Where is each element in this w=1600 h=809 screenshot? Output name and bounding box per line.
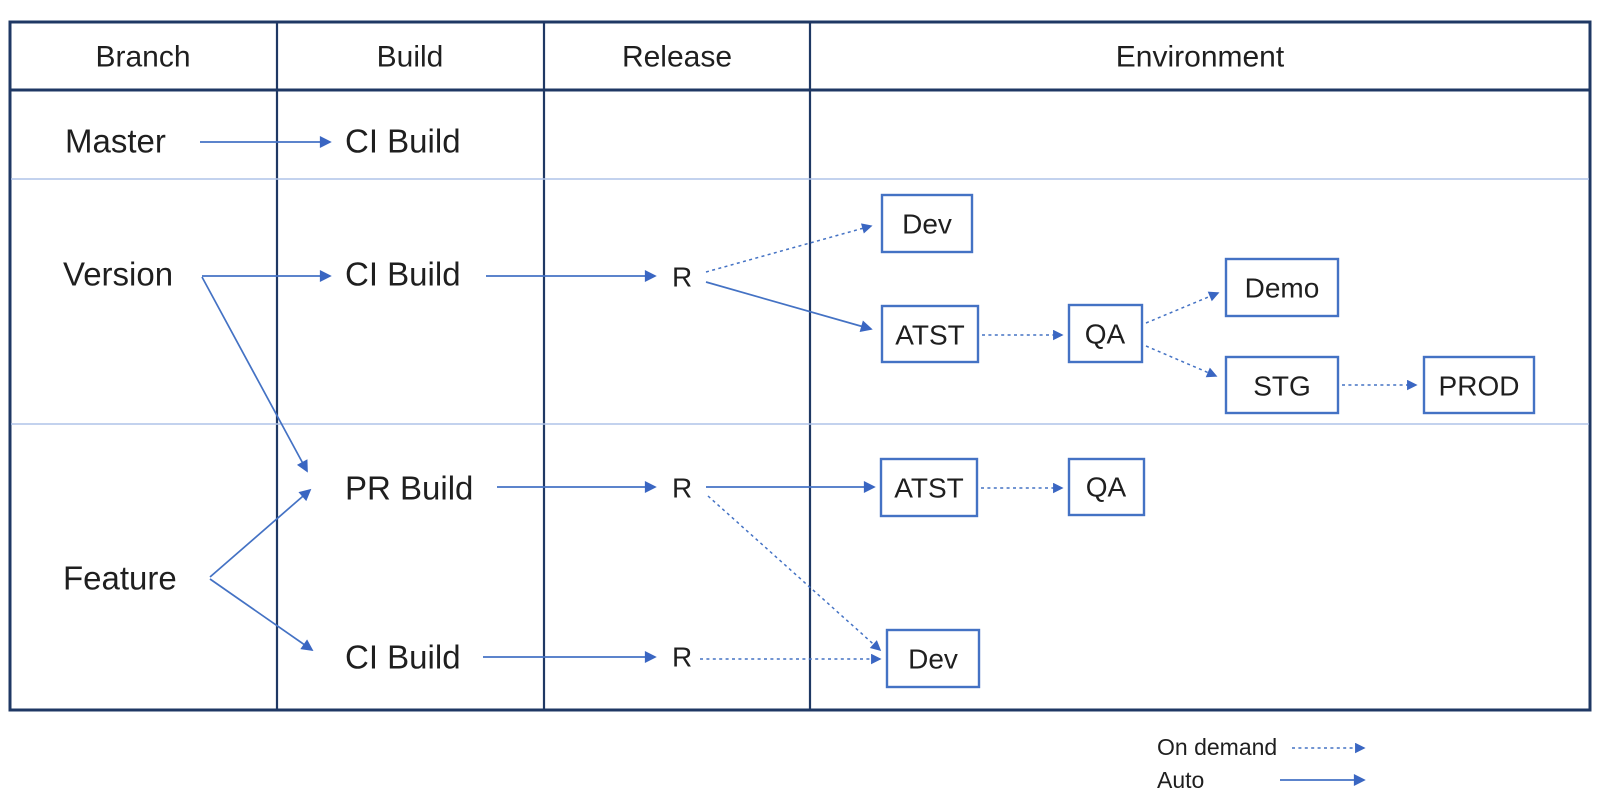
node-version-ci-build: CI Build: [345, 256, 461, 293]
legend-auto-label: Auto: [1157, 767, 1204, 793]
node-master-ci-build: CI Build: [345, 123, 461, 160]
edge-feature-to-ci-build: [209, 578, 314, 652]
feature-atst-box: [879, 457, 979, 518]
node-pr-release: R: [672, 473, 692, 504]
prod-label: PROD: [1439, 371, 1520, 402]
edge-feature-to-pr-build: [209, 488, 312, 578]
feature-qa-label: QA: [1086, 472, 1127, 503]
node-master-branch: Master: [65, 123, 166, 160]
version-dev-box: [880, 193, 974, 254]
node-version-release: R: [672, 262, 692, 293]
version-row: Version CI Build R Dev ATST QA Demo STG …: [63, 193, 1536, 473]
legend-on-demand-label: On demand: [1157, 734, 1277, 760]
feature-atst-label: ATST: [894, 473, 963, 504]
feature-qa-box: [1067, 457, 1146, 517]
column-header-release: Release: [622, 41, 732, 74]
node-feature-ci-release: R: [672, 642, 692, 673]
column-header-branch: Branch: [95, 41, 190, 74]
version-atst-label: ATST: [895, 320, 964, 351]
feature-row: Feature PR Build CI Build R R ATST QA De…: [63, 457, 1146, 689]
feature-dev-box: [885, 628, 981, 689]
column-header-build: Build: [377, 41, 444, 74]
node-feature-branch: Feature: [63, 560, 177, 597]
legend: On demand Auto: [1157, 734, 1366, 793]
node-version-branch: Version: [63, 256, 173, 293]
table-grid: [8, 20, 1592, 712]
stg-label: STG: [1253, 371, 1311, 402]
table-outer-border: [8, 20, 1592, 712]
edge-qa-to-demo: [1145, 291, 1220, 324]
feature-dev-label: Dev: [908, 644, 958, 675]
prod-box: [1422, 355, 1536, 415]
version-atst-box: [880, 304, 980, 364]
stg-box: [1224, 355, 1340, 415]
node-feature-pr-build: PR Build: [345, 470, 473, 507]
demo-box: [1224, 257, 1340, 318]
edge-version-release-to-dev: [705, 223, 873, 273]
column-headers: Branch Build Release Environment: [95, 41, 1284, 74]
master-row: Master CI Build: [65, 123, 461, 160]
node-feature-ci-build: CI Build: [345, 639, 461, 676]
edge-version-release-to-atst: [705, 281, 873, 332]
version-qa-box: [1067, 303, 1144, 364]
column-header-environment: Environment: [1116, 41, 1285, 74]
version-qa-label: QA: [1085, 319, 1126, 350]
edge-pr-release-to-dev: [707, 495, 882, 652]
version-dev-label: Dev: [902, 209, 952, 240]
edge-qa-to-stg: [1145, 345, 1218, 378]
edge-version-to-pr-build: [201, 276, 308, 473]
demo-label: Demo: [1245, 273, 1320, 304]
